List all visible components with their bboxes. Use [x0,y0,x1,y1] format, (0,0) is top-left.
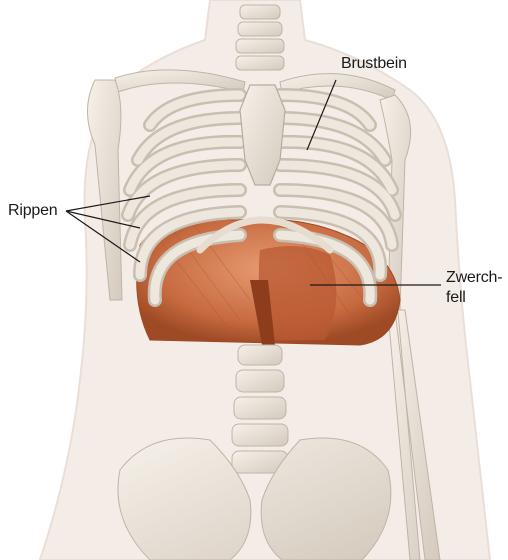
sternum-label: Brustbein [341,54,407,74]
diaphragm-label-line1: Zwerch- [446,268,506,288]
ribs-label: Rippen [8,201,58,221]
diaphragm-label-line2: fell [446,288,506,308]
diaphragm-label: Zwerch- fell [446,268,506,308]
